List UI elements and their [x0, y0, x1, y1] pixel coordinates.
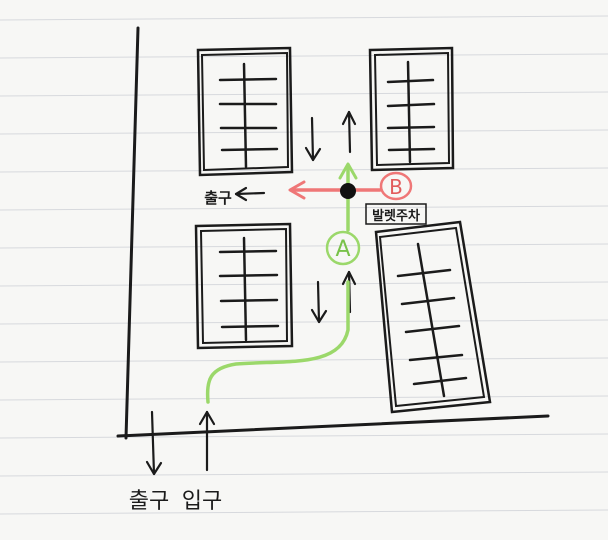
parking-block-bottom-right	[374, 220, 492, 414]
exit-bottom-label: 출구	[129, 489, 169, 514]
parking-block-top-left	[196, 46, 294, 177]
arrow-up-icon	[198, 410, 216, 472]
marker-b-circle	[379, 171, 413, 201]
marker-a-label: A	[335, 237, 350, 262]
lot-left-wall	[124, 26, 140, 440]
green-route-path	[205, 280, 350, 404]
marker-b-label: B	[389, 175, 403, 199]
traffic-arrows	[145, 110, 357, 476]
green-arrow-up-icon	[338, 162, 358, 180]
parking-gate-label: 발렛주차	[372, 208, 420, 224]
parking-gate-box	[365, 203, 427, 225]
marker-a-circle	[325, 230, 361, 266]
arrow-down-icon	[304, 116, 322, 162]
entrance-bottom-label: 입구	[182, 489, 222, 514]
parking-block-top-right	[368, 46, 455, 172]
ruled-lines	[0, 15, 608, 515]
parking-block-bottom-left	[194, 222, 294, 350]
junction-dot	[340, 183, 356, 199]
arrow-down-icon	[145, 410, 163, 476]
arrow-left-icon	[234, 186, 266, 202]
exit-left-label: 출구	[204, 189, 232, 207]
red-arrow-left-icon	[288, 180, 306, 200]
arrow-down-icon	[310, 280, 328, 324]
arrow-up-icon	[341, 110, 357, 154]
lot-bottom-wall	[116, 414, 550, 438]
